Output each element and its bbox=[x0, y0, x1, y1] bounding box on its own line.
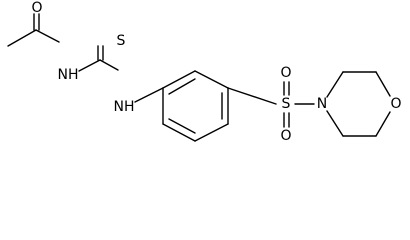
thione-sulfur-label: S bbox=[117, 33, 126, 49]
carbonyl-oxygen-label: O bbox=[31, 0, 42, 16]
morpholine-bond-6 bbox=[326, 110, 344, 137]
morpholine-nitrogen-label: N bbox=[317, 96, 327, 112]
ring-bond-2 bbox=[194, 70, 229, 89]
amide-nitrogen-label: NH bbox=[58, 67, 79, 83]
chemical-structure-diagram: O NH S NH S O O N O bbox=[7, 0, 402, 144]
aryl-amine-nitrogen-label: NH bbox=[114, 99, 135, 115]
bond-thione-c-aryl-n bbox=[99, 59, 119, 71]
ring-bond-1 bbox=[162, 70, 196, 89]
ring-inner-bond-c bbox=[168, 118, 196, 134]
bond-carbonyl-amide-n bbox=[35, 29, 60, 43]
sulfonyl-oxygen-top-label: O bbox=[280, 65, 291, 81]
morpholine-bond-3 bbox=[375, 71, 391, 97]
bond-lines bbox=[7, 13, 391, 142]
bond-aryl-n-ring bbox=[134, 87, 164, 103]
sulfonyl-oxygen-bottom-label: O bbox=[280, 128, 291, 144]
ring-bond-5 bbox=[162, 123, 196, 142]
bond-methyl-carbonyl bbox=[7, 29, 37, 47]
morpholine-bond-1 bbox=[326, 71, 344, 98]
atom-labels: O NH S NH S O O N O bbox=[31, 0, 401, 144]
bond-amide-n-thione-c bbox=[78, 59, 101, 72]
bond-ring-sulfonyl bbox=[227, 87, 277, 105]
ring-inner-bond-a bbox=[168, 78, 196, 95]
sulfonyl-sulfur-label: S bbox=[282, 96, 291, 112]
morpholine-bond-4 bbox=[375, 111, 391, 137]
morpholine-oxygen-label: O bbox=[390, 96, 401, 112]
ring-bond-4 bbox=[194, 123, 229, 142]
